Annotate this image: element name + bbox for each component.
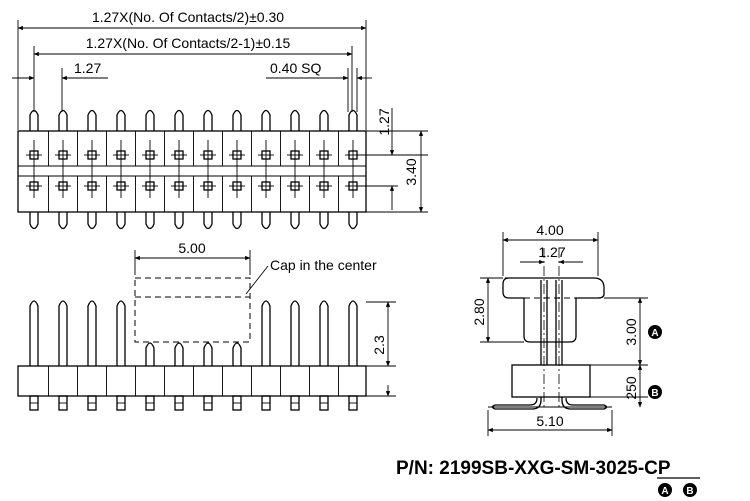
front-pin [348,300,358,366]
top-pin-upper [319,109,329,131]
front-pin [232,342,242,366]
front-pin [58,300,68,366]
top-pin-lower [232,212,242,230]
side-cap-height-dim: 2.80 [471,298,487,325]
front-pin [290,300,300,366]
overall-width-dim: 1.27X(No. Of Contacts/2)±0.30 [92,9,284,25]
side-view [488,248,612,410]
part-number: P/N: 2199SB-XXG-SM-3025-CP A B [396,458,700,497]
front-pin [145,342,155,366]
top-dimensions: 1.27X(No. Of Contacts/2)±0.30 1.27X(No. … [12,9,428,213]
top-view [17,109,367,230]
top-pin-lower [348,212,358,230]
side-width-dim: 4.00 [536,222,563,238]
side-pitch-dim: 1.27 [538,244,565,260]
top-pin-lower [290,212,300,230]
front-view-housing [17,365,367,397]
cap-height-dim: 2.3 [371,335,387,355]
side-dimensions: 4.00 1.27 2.80 3.00 250 A B 5.10 [471,222,662,436]
cap-width-dim: 5.00 [178,240,205,256]
part-number-b-digit: 5 [627,458,638,479]
top-pin-lower [58,212,68,230]
front-pin [319,300,329,366]
top-pin-lower [29,212,39,230]
side-view-cap [502,277,605,343]
top-pin-lower [145,212,155,230]
badge-a [658,483,672,497]
top-pin-upper [145,109,155,131]
top-pin-lower [203,212,213,230]
top-pin-upper [174,109,184,131]
part-number-label: P/N: 2199SB-XXG-SM-30 [396,458,617,479]
front-pin [116,300,126,366]
svg-text:B: B [686,486,693,497]
top-pin-upper [348,109,358,131]
front-dimensions: 5.00 Cap in the center 2.3 [134,240,396,397]
top-pin-upper [232,109,242,131]
top-pin-lower [87,212,97,230]
front-pin [203,342,213,366]
badge-b [683,483,697,497]
front-pin [261,300,271,366]
cap-dashed-outline [134,277,251,343]
cap-center-label: Cap in the center [270,257,377,273]
front-pin [29,300,39,366]
svg-text:A: A [651,328,658,339]
front-view [17,277,367,411]
row-height-dim: 3.40 [403,158,419,185]
part-number-a-digit: 2 [617,458,628,479]
top-pin-lower [319,212,329,230]
badge-b-side [648,385,662,399]
front-pin [174,342,184,366]
svg-text:A: A [661,486,668,497]
top-pin-upper [87,109,97,131]
badge-a-side [648,325,662,339]
pin-square-dim: 0.40 SQ [270,60,321,76]
svg-text:P/N: 2199SB-XXG-SM-3025-CP: P/N: 2199SB-XXG-SM-3025-CP [396,458,671,479]
front-pin [87,300,97,366]
insulator-height-dim: 250 [623,376,639,400]
top-pin-upper [116,109,126,131]
side-view-housing [511,364,591,398]
top-pin-lower [174,212,184,230]
footprint-width-dim: 5.10 [536,413,563,429]
top-pin-upper [203,109,213,131]
top-pin-lower [116,212,126,230]
top-pin-upper [29,109,39,131]
part-number-suffix: -CP [638,458,671,479]
top-pin-lower [261,212,271,230]
pitch-dim: 1.27 [74,60,101,76]
top-view-housing [17,130,367,213]
top-pin-upper [58,109,68,131]
top-pin-upper [290,109,300,131]
mating-length-dim: 3.00 [623,318,639,345]
pin-span-dim: 1.27X(No. Of Contacts/2-1)±0.15 [86,35,291,51]
svg-text:B: B [651,388,658,399]
top-pin-upper [261,109,271,131]
row-pitch-dim: 1.27 [376,108,392,135]
